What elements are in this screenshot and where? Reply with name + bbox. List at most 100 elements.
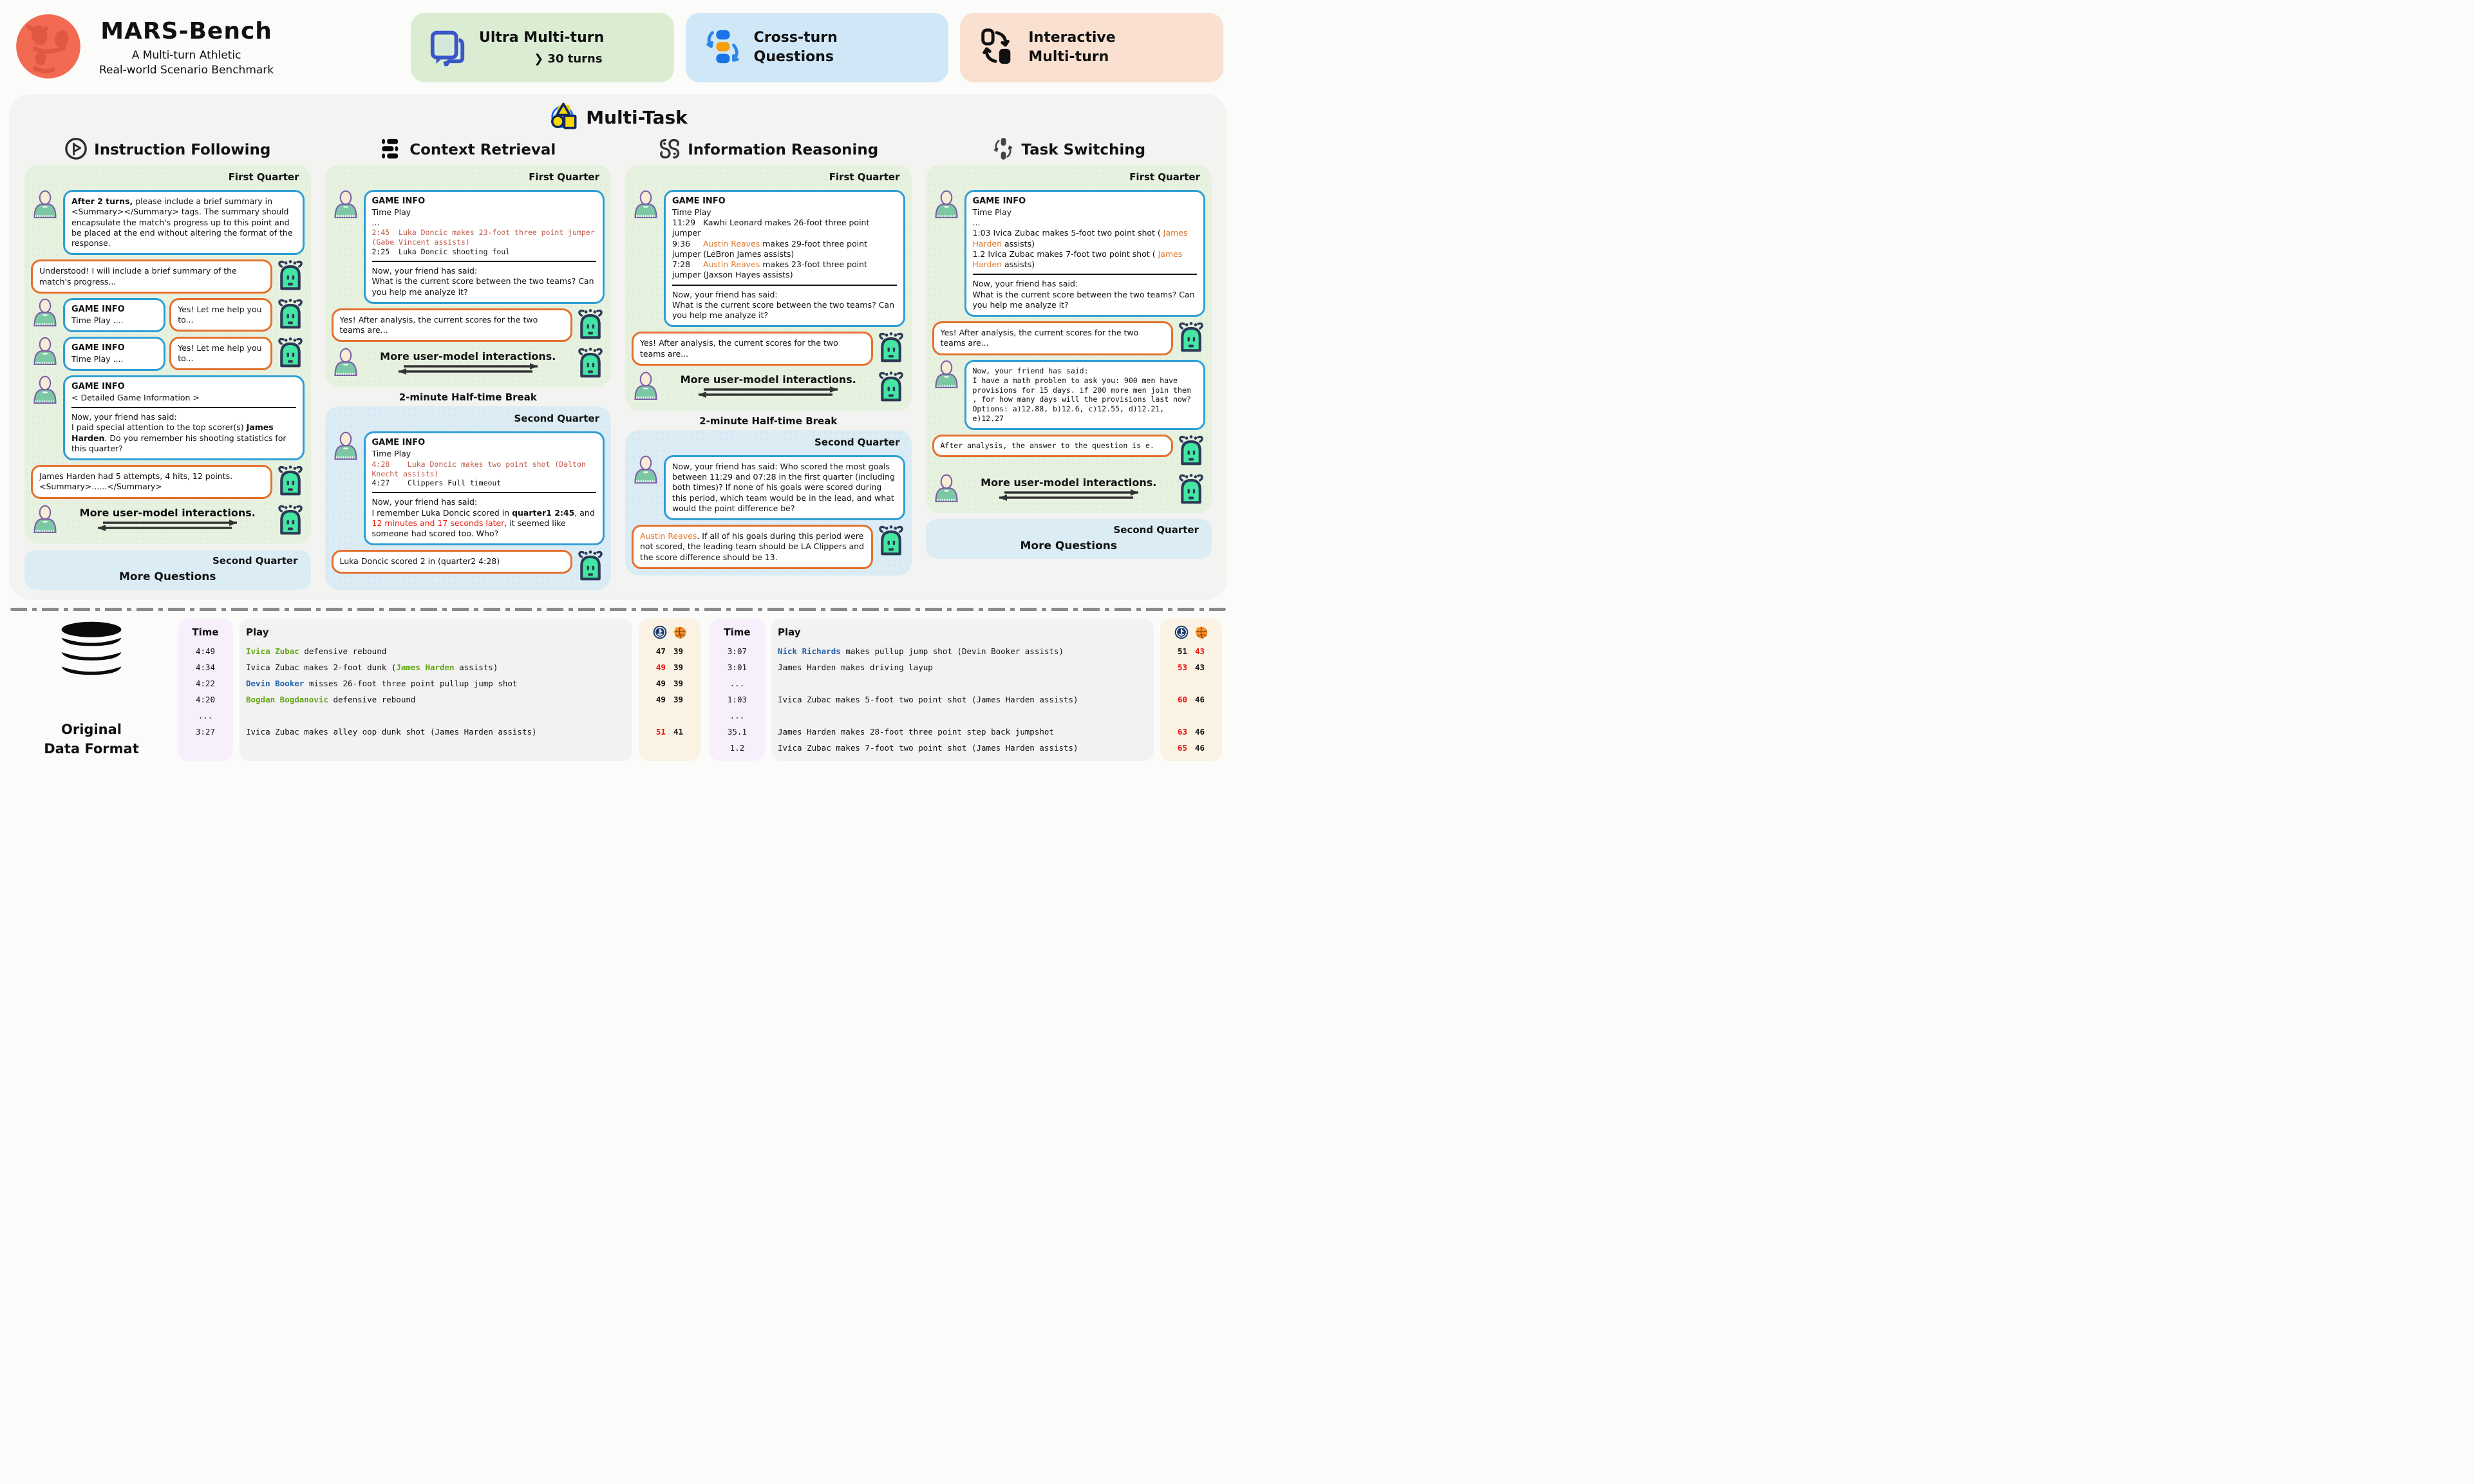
user-bubble-recall-question: GAME INFO Time Play 4:28 Luka Doncic mak… (363, 431, 605, 546)
more-interactions-row: More user-model interactions. (932, 473, 1206, 507)
user-bubble-math-problem: Now, your friend has said: I have a math… (964, 359, 1205, 431)
double-arrow-icon (98, 520, 238, 532)
second-quarter-label: Second Quarter (514, 413, 599, 425)
robot-avatar (1177, 473, 1205, 507)
team-logos (1167, 624, 1216, 643)
cross-turn-icon (702, 26, 742, 69)
play-cell: Ivica Zubac makes 7-foot two point shot … (777, 743, 1078, 753)
play-cell: Devin Booker misses 26-foot three point … (246, 679, 518, 689)
multi-task-panel: Multi-Task Instruction Following (9, 94, 1227, 601)
double-arrow-icon (398, 362, 538, 375)
robot-avatar (276, 504, 305, 538)
cycle-capsules-icon (992, 137, 1015, 163)
highlighted-play-line: 2:45 Luka Doncic makes 23-foot three poi… (371, 228, 599, 247)
bot-bubble-understood: Understood! I will include a brief summa… (31, 259, 272, 294)
user-message-row: GAME INFO Time Play 11:29 Kawhi Leonard … (632, 190, 905, 328)
badge-ultra-multi-turn: Ultra Multi-turn ❯ 30 turns (411, 13, 674, 82)
user-bubble-reasoning-question: Now, your friend has said: Who scored th… (664, 455, 905, 521)
user-message-row: GAME INFO Time Play ... 1:03 Ivica Zubac… (932, 190, 1205, 317)
column-1-title: Instruction Following (94, 142, 271, 158)
double-arrow-icon (699, 386, 838, 399)
play-line: 7:28 Austin Reaves makes 23-foot three p… (672, 259, 870, 280)
more-interactions-row: More user-model interactions. (31, 504, 305, 538)
knot-icon (658, 137, 681, 163)
play-cell: Ivica Zubac defensive rebound (246, 646, 387, 657)
user-bubble-game-info: GAME INFO Time Play .... (63, 297, 166, 332)
time-cell: ... (729, 679, 745, 689)
first-quarter-label: First Quarter (529, 171, 599, 183)
score-cell (1167, 675, 1216, 691)
badge-interactive-multi-turn: Interactive Multi-turn (960, 13, 1224, 82)
time-cell: ... (198, 711, 213, 721)
user-avatar (632, 371, 660, 404)
play-line: 9:36 Austin Reaves makes 29-foot three p… (672, 238, 870, 259)
column-information-reasoning: Information Reasoning First Quarter GAME… (625, 135, 912, 590)
col2-first-quarter-panel: First Quarter GAME INFO Time Play ... 2:… (324, 165, 611, 388)
suns-logo-icon (1194, 625, 1208, 642)
task-columns: Instruction Following First Quarter (24, 135, 1212, 590)
highlighted-play-line: 4:28 Luka Doncic makes two point shot (D… (371, 459, 590, 478)
brand-text: MARS-Bench A Multi-turn Athletic Real-wo… (99, 18, 274, 77)
column-4-header: Task Switching (926, 135, 1212, 165)
bot-bubble-scores: Yes! After analysis, the current scores … (932, 321, 1173, 355)
time-cell: 1:03 (727, 695, 747, 705)
play-cell: James Harden makes 28-foot three point s… (777, 727, 1054, 737)
user-bubble-game-info: GAME INFO Time Play .... (63, 336, 166, 371)
user-message-row: After 2 turns, please include a brief su… (31, 190, 305, 256)
shapes-icon (549, 101, 578, 133)
page-subtitle: A Multi-turn Athletic Real-world Scenari… (99, 49, 274, 77)
time-cell: ... (729, 711, 745, 721)
second-quarter-label: Second Quarter (814, 436, 900, 448)
section-divider (10, 608, 1226, 612)
bot-bubble-help: Yes! Let me help you to... (169, 297, 272, 332)
badge-cross-text: Cross-turn Questions (753, 30, 838, 65)
play-flag-icon (64, 137, 88, 163)
mars-icon (13, 11, 84, 84)
suns-logo-icon (672, 625, 686, 642)
robot-avatar (576, 347, 605, 380)
score-cell (1167, 708, 1216, 724)
user-bubble-detailed-question: GAME INFO < Detailed Game Information > … (63, 375, 305, 461)
col1-second-quarter-box: Second Quarter More Questions (24, 549, 311, 590)
user-message-row: GAME INFO Time Play ... 2:45 Luka Doncic… (332, 190, 605, 304)
brand: MARS-Bench A Multi-turn Athletic Real-wo… (13, 11, 399, 84)
original-data-format-label: Original Data Format (44, 721, 139, 756)
user-avatar (31, 375, 59, 408)
first-quarter-label: First Quarter (1129, 171, 1200, 183)
first-quarter-label: First Quarter (228, 171, 299, 183)
time-cell: 4:34 (195, 662, 216, 673)
bot-message-row: Yes! After analysis, the current scores … (632, 332, 905, 366)
exchange-row: GAME INFO Time Play .... Yes! Let me hel… (31, 297, 305, 332)
bot-message-row: After analysis, the answer to the questi… (932, 435, 1206, 468)
user-message-row: GAME INFO Time Play 4:28 Luka Doncic mak… (332, 431, 605, 546)
play-cell: Ivica Zubac makes 2-foot dunk (James Har… (246, 662, 498, 673)
team-logos (645, 624, 694, 643)
robot-avatar (877, 332, 905, 365)
multi-task-label: Multi-Task (586, 106, 688, 128)
halftime-label: 2-minute Half-time Break (699, 415, 838, 427)
col3-first-quarter-panel: First Quarter GAME INFO Time Play 11:29 … (625, 165, 912, 411)
page-title: MARS-Bench (100, 18, 272, 45)
play-cell: Nick Richards makes pullup jump shot (De… (777, 646, 1064, 657)
badge-ultra-text: Ultra Multi-turn ❯ 30 turns (479, 28, 657, 67)
bot-bubble-scores: Yes! After analysis, the current scores … (331, 308, 572, 343)
divider-line (972, 274, 1197, 276)
first-quarter-label: First Quarter (829, 171, 900, 183)
user-avatar (632, 455, 660, 487)
play-line: 1.2 Ivica Zubac makes 7-foot two point s… (972, 249, 1185, 270)
divider-line (371, 492, 596, 494)
robot-avatar (276, 259, 305, 293)
badge-cross-turn-questions: Cross-turn Questions (685, 13, 949, 82)
user-message-row: Now, your friend has said: I have a math… (932, 359, 1205, 431)
